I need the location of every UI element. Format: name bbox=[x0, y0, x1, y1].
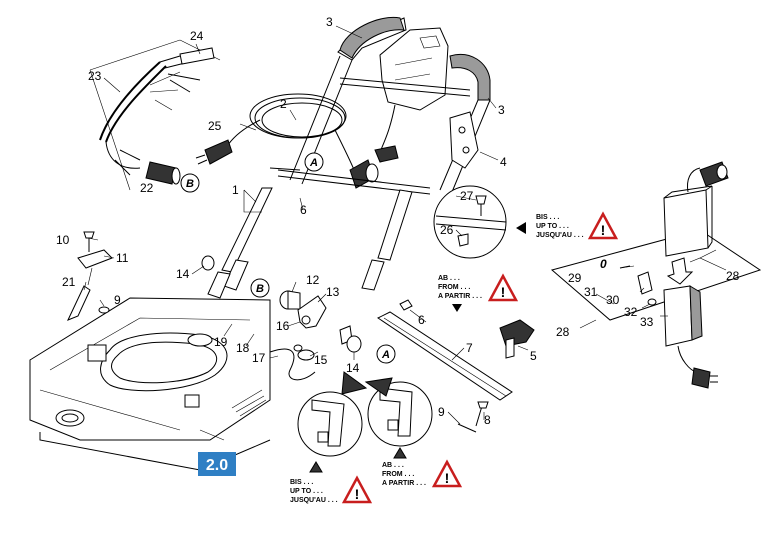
part-number: 28 bbox=[726, 269, 740, 283]
pointer-left-icon bbox=[516, 222, 526, 234]
warning-icon: ! bbox=[587, 211, 619, 240]
part-number: 31 bbox=[584, 285, 598, 299]
part-number: 5 bbox=[530, 349, 537, 363]
part-number: 29 bbox=[568, 271, 582, 285]
part-number: 33 bbox=[640, 315, 654, 329]
warning-text: JUSQU'AU . . . bbox=[290, 497, 338, 504]
part-number: 30 bbox=[606, 293, 620, 307]
detail-circle-bottom-left bbox=[297, 371, 368, 473]
part-number: 24 bbox=[190, 29, 204, 43]
part-number: 11 bbox=[116, 251, 129, 265]
wire-harness-23 bbox=[89, 39, 221, 191]
section-badge: 2.0 bbox=[198, 452, 236, 476]
warning-text: BIS . . . bbox=[536, 214, 559, 221]
part-number: 4 bbox=[500, 155, 507, 169]
cross-brace-7 bbox=[377, 299, 535, 433]
part-number: 16 bbox=[276, 319, 290, 333]
part-number: 14 bbox=[346, 361, 360, 375]
part-number: 14 bbox=[176, 267, 190, 281]
warning-text: FROM . . . bbox=[382, 471, 414, 478]
part-number: 17 bbox=[252, 351, 266, 365]
part-number: 21 bbox=[62, 275, 76, 289]
part-number: 3 bbox=[326, 15, 333, 29]
part-number: 12 bbox=[306, 273, 320, 287]
part-number: 25 bbox=[208, 119, 222, 133]
part-number: 8 bbox=[484, 413, 491, 427]
part-number: 32 bbox=[624, 305, 638, 319]
part-number: 1 bbox=[232, 183, 239, 197]
warning-text: AB . . . bbox=[382, 462, 404, 469]
warning-icon: ! bbox=[341, 475, 373, 504]
svg-text:!: ! bbox=[445, 470, 450, 486]
callout-letter-a: A bbox=[309, 157, 318, 169]
part-number: 28 bbox=[556, 325, 570, 339]
warning-text: BIS . . . bbox=[290, 479, 313, 486]
svg-text:!: ! bbox=[601, 222, 606, 238]
bracket-4 bbox=[449, 111, 479, 169]
part-number: 6 bbox=[418, 313, 425, 327]
callout-letter-b: B bbox=[186, 178, 194, 190]
part-number: 6 bbox=[300, 203, 307, 217]
svg-text:!: ! bbox=[355, 486, 360, 502]
warning-text: A PARTIR . . . bbox=[382, 480, 426, 487]
warning-text: UP TO . . . bbox=[290, 488, 323, 495]
warning-text: JUSQU'AU . . . bbox=[536, 232, 584, 239]
part-number: 22 bbox=[140, 181, 154, 195]
warning-icons: ! ! ! ! bbox=[341, 211, 619, 504]
part-number: 27 bbox=[460, 189, 474, 203]
part-number: 2 bbox=[280, 97, 287, 111]
warning-icon: ! bbox=[431, 459, 463, 488]
base-unit bbox=[29, 297, 271, 471]
part-numbers: 3 24 23 2 3 25 4 22 1 6 27 26 10 11 14 1… bbox=[56, 15, 740, 427]
leader-lines bbox=[83, 25, 727, 441]
part-number: 9 bbox=[438, 405, 445, 419]
cable-17 bbox=[269, 344, 316, 381]
warning-text: UP TO . . . bbox=[536, 223, 569, 230]
pointer-down-icon bbox=[452, 304, 462, 312]
part-number: 18 bbox=[236, 341, 250, 355]
callout-letters: A A B B bbox=[180, 152, 396, 364]
power-cable-25 bbox=[195, 93, 379, 189]
lower-tubes-1 bbox=[207, 167, 431, 299]
part-number: 7 bbox=[466, 341, 473, 355]
part-number: 26 bbox=[440, 223, 454, 237]
callout-letter-b: B bbox=[256, 283, 264, 295]
part-number: 19 bbox=[214, 335, 228, 349]
part-number: 13 bbox=[326, 285, 340, 299]
svg-text:!: ! bbox=[501, 284, 506, 300]
part-number: 15 bbox=[314, 353, 328, 367]
warning-icon: ! bbox=[487, 273, 519, 302]
part-number: 3 bbox=[498, 103, 505, 117]
section-badge-label: 2.0 bbox=[206, 457, 228, 474]
warning-texts: BIS . . . UP TO . . . JUSQU'AU . . . AB … bbox=[290, 214, 584, 504]
part-number: 0 bbox=[600, 257, 607, 271]
bracket-parts-left bbox=[67, 231, 113, 321]
warning-text: AB . . . bbox=[438, 275, 460, 282]
warning-text: A PARTIR . . . bbox=[438, 293, 482, 300]
section-badge-bg bbox=[198, 452, 236, 476]
warning-text: FROM . . . bbox=[438, 284, 470, 291]
joint-parts bbox=[279, 290, 353, 345]
part-number: 9 bbox=[114, 293, 121, 307]
callout-letter-a: A bbox=[381, 349, 390, 361]
detail-circle-bottom-right bbox=[364, 377, 433, 459]
detail-circle-26-27 bbox=[433, 185, 507, 259]
part-number: 10 bbox=[56, 233, 70, 247]
part-number: 23 bbox=[88, 69, 102, 83]
